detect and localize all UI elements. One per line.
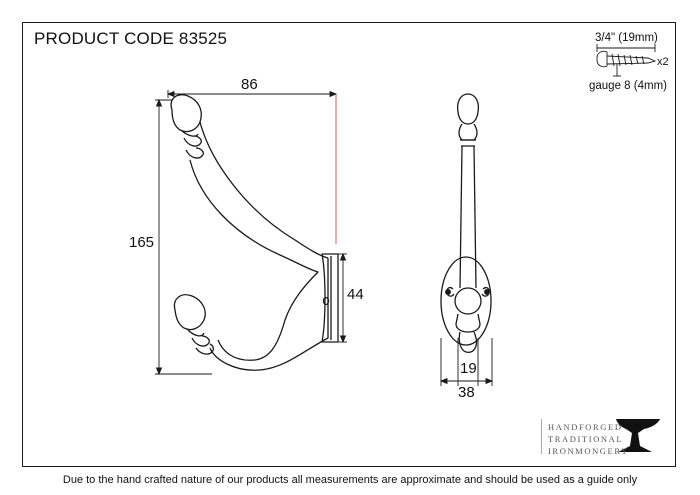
screw-hole-side (322, 296, 330, 306)
back-plate-front (440, 256, 492, 346)
back-plate-side (321, 253, 339, 343)
brand-wordmark: HANDFORGED TRADITIONAL IRONMONGERY (548, 421, 629, 457)
logo-divider (541, 419, 542, 454)
product-code: PRODUCT CODE 83525 (34, 29, 228, 48)
dimension-width (166, 90, 338, 98)
disclaimer-text: Due to the hand crafted nature of our pr… (62, 474, 638, 486)
hook-front-view (440, 93, 492, 353)
upper-arm-outer (199, 121, 329, 259)
brand-line-3: IRONMONGERY (548, 446, 629, 456)
lower-finial (173, 294, 206, 331)
brand-line-1: HANDFORGED (548, 422, 623, 432)
screw-gauge-label: gauge 8 (4mm) (589, 80, 667, 92)
dimension-plate-height-label: 44 (347, 286, 364, 303)
screw-detail (596, 44, 657, 77)
dimension-plate-width-label: 38 (458, 384, 475, 401)
front-finial (456, 93, 480, 125)
anvil-icon (616, 419, 660, 452)
dimension-height-label: 165 (129, 234, 155, 251)
brand-line-2: TRADITIONAL (548, 434, 624, 444)
dimension-width-label: 86 (241, 76, 258, 93)
front-lower-tip (458, 331, 478, 353)
drawing-border (22, 22, 676, 467)
dimension-front-widths (439, 338, 494, 386)
screw-icon (596, 50, 608, 68)
screw-quantity-label: x2 (657, 56, 669, 68)
dimension-height (155, 98, 212, 376)
hook-outer-curve (209, 258, 329, 371)
hook-side-view (170, 94, 339, 371)
upper-finial (170, 94, 202, 133)
screw-length-label: 3/4" (19mm) (595, 32, 658, 44)
front-knob (454, 287, 482, 315)
upper-neck (181, 130, 202, 147)
dimension-plate-inner-width-label: 19 (460, 360, 477, 377)
front-shaft (459, 145, 477, 289)
upper-arm-inner (189, 159, 319, 361)
dimension-plate-height (338, 252, 347, 344)
